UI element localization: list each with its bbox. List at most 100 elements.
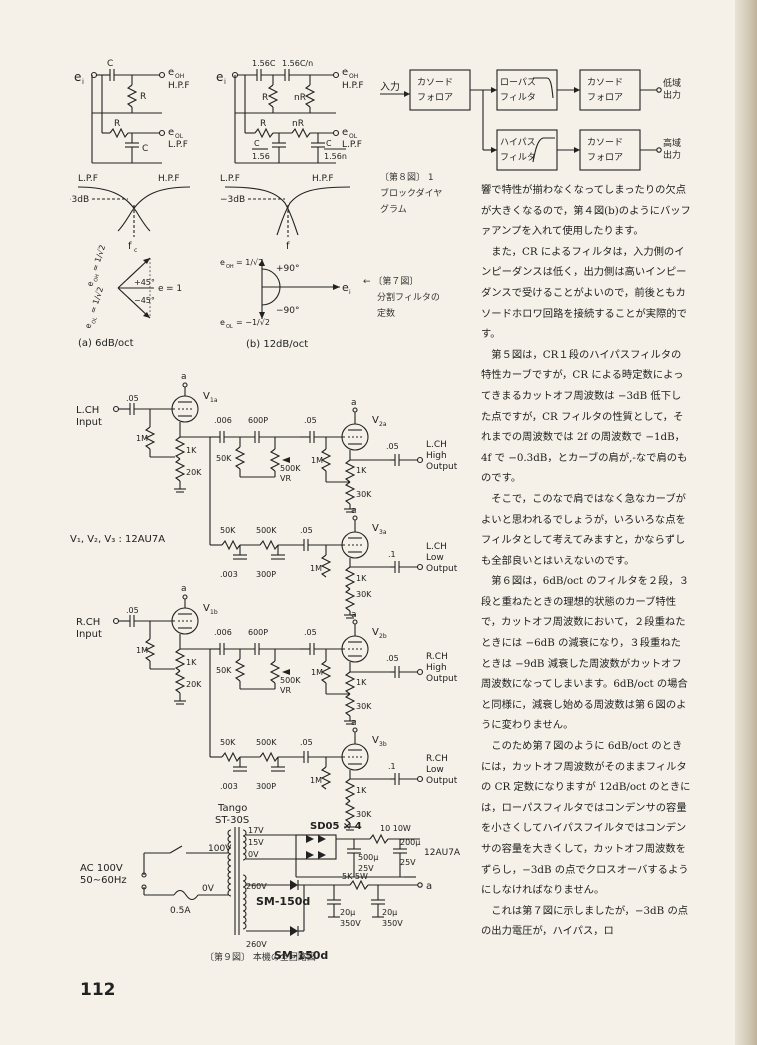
body-text-column: 響で特性が揃わなくなってしまったりの欠点が大きくなるので，第４図(b)のようにバ… xyxy=(481,180,691,942)
fig9-rch-c1o: .1 xyxy=(388,762,396,771)
fig7a-eoh-label: e xyxy=(168,67,174,78)
fig9-power-ac-line2: 50∼60Hz xyxy=(80,875,127,886)
fig7b-c2-label: 1.56C/n xyxy=(282,59,313,68)
fig9-lch-rk1: 1K xyxy=(186,446,197,455)
figure-8-block-diagram: 入力 カソード フォロア ローパス フィルタ ハイパス フィルタ カソード フォ… xyxy=(380,69,681,171)
fig8-lowpass-filter xyxy=(496,69,558,111)
paragraph-6: このため第７図のように 6dB/oct のときには，カットオフ周波数がそのままフ… xyxy=(481,740,691,897)
fig9-power-c20b-val: 20μ xyxy=(382,908,397,917)
paragraph-7: これは第７図に示しましたが，−3dB の点の出力電圧が，ハイパス，ロ xyxy=(481,904,689,938)
fig7a-c-label: C xyxy=(107,59,113,69)
fig9-lch-c05c: .05 xyxy=(300,526,313,535)
fig9-lch-c300: 300P xyxy=(256,570,276,579)
fig7b-r2-label: nR xyxy=(294,93,306,103)
fig9-lch-v1-sub: 1a xyxy=(210,397,218,404)
fig9-rch-c600: 600P xyxy=(248,628,268,637)
fig9-lch-input-line1: L.CH xyxy=(76,405,99,416)
fig7b-eoh-label: e xyxy=(342,67,348,78)
fig8-out-high-line1: 高域 xyxy=(663,137,681,149)
fig7a-plus45: +45° xyxy=(134,278,155,287)
fig9-power-260v-a: 260V xyxy=(246,882,267,891)
fig9-power-c500-volt: 25V xyxy=(358,864,374,873)
fig8-cathode-follower-high xyxy=(579,129,641,171)
fig9-rch-outhigh-1: R.CH xyxy=(426,652,448,662)
fig9-rch-r1k-c: 1K xyxy=(356,786,367,795)
paragraph-2: また，CR によるフィルタは，入力側のインピーダンスは低く，出力側は高いインピー… xyxy=(481,245,687,341)
fig9-lch-c003: .003 xyxy=(220,570,238,579)
fig7b-vector-eol-val: = −1/√2 xyxy=(236,318,270,327)
fig7b-curve-hpf: H.P.F xyxy=(312,174,334,184)
fig9-power-c20a-val: 20μ xyxy=(340,908,355,917)
fig9-rch-v2: V xyxy=(372,627,379,638)
fig7b-vector-ei: e xyxy=(342,281,349,294)
fig7a-eoh-sub: OH xyxy=(175,73,184,80)
fig8-cf-high-line2: フォロア xyxy=(587,153,623,163)
fig7a-vector-eoh-sub: OH xyxy=(93,273,101,282)
fig9-lch-rgrid: 1M xyxy=(136,434,148,443)
fig7-caption-line1: 〔第７図〕 xyxy=(373,277,419,287)
fig7a-vector-diagram: +45° −45° e = 1 e OH = 1/√2 e OL = 1/√2 … xyxy=(78,244,182,349)
fig9-rch-c300: 300P xyxy=(256,782,276,791)
fig9-rch-r50k2: 50K xyxy=(220,738,236,747)
fig9-power-c200-volt: 25V xyxy=(400,858,416,867)
fig7b-minus90: −90° xyxy=(276,306,300,316)
fig9-lch-v3-plate: a xyxy=(351,506,357,516)
fig9-lch-vr-label: VR xyxy=(280,474,291,483)
fig8-hpf-line1: ハイパス xyxy=(500,137,536,148)
fig9-power-c20b-volt: 350V xyxy=(382,919,403,928)
fig9-rch-c05c: .05 xyxy=(300,738,313,747)
fig9-lch-outlow-2: Low xyxy=(426,553,444,563)
fig9-lch-outlow-3: Output xyxy=(426,564,458,574)
fig7a-vector-ei: e xyxy=(158,284,164,294)
fig7b-eol-label: e xyxy=(342,127,348,138)
fig9-rch-outhigh-3: Output xyxy=(426,674,458,684)
fig7b-vector-eol: e xyxy=(220,318,225,327)
fig7b-vector-eoh: e xyxy=(220,258,225,267)
fig9-lch-r30k-c: 30K xyxy=(356,590,372,599)
fig9-rch-outlow-1: R.CH xyxy=(426,754,448,764)
fig9-lch-r1k-b: 1K xyxy=(356,466,367,475)
fig9-rch-v1: V xyxy=(203,603,210,614)
fig7a-lpf-label: L.P.F xyxy=(168,140,188,150)
fig8-caption-line3: グラム xyxy=(380,205,407,215)
fig9-power-r10: 10 10W xyxy=(380,824,411,833)
fig9-rch-r500k2: 500K xyxy=(256,738,277,747)
fig8-caption-line2: ブロックダイヤ xyxy=(380,189,443,199)
fig7b-vector-diagram: +90° −90° e i e OH = 1/√2 e OL = −1/√2 (… xyxy=(220,258,351,350)
paragraph-3: 第５図は，CR１段のハイパスフィルタの特性カーブですが，CR による時定数によっ… xyxy=(481,348,688,485)
fig7b-schematic: e i 1.56C 1.56C/n e OH H.P.F R nR R nR e… xyxy=(216,59,364,164)
fig9-power-sm150d-a: SM-150d xyxy=(256,895,310,908)
figure-9-full-schematic: V₁, V₂, V₃ : 12AU7A L.CH Input .05 1M V … xyxy=(70,372,461,962)
fig9-lch-outlow-1: L.CH xyxy=(426,542,447,552)
fig9-rch-input-line2: Input xyxy=(76,629,102,640)
fig9-lch-c05b: .05 xyxy=(304,416,317,425)
fig8-cf1-line2: フォロア xyxy=(417,93,453,103)
fig8-cf1-line1: カソード xyxy=(417,77,453,88)
fig7b-hpf-label: H.P.F xyxy=(342,81,364,91)
fig7-caption: ← 〔第７図〕 分割フィルタの 定数 xyxy=(363,274,440,322)
fig9-power-b-plus: a xyxy=(426,881,432,892)
paragraph-1: 響で特性が揃わなくなってしまったりの欠点が大きくなるので，第４図(b)のようにバ… xyxy=(481,184,691,238)
fig9-lch-c006: .006 xyxy=(214,416,232,425)
fig8-lpf-line1: ローパス xyxy=(500,77,536,88)
fig9-lch-v1: V xyxy=(203,391,210,402)
fig9-power-c200-val: 200μ xyxy=(400,838,420,847)
fig9-power-sm150d-b: SM-150d xyxy=(274,949,328,962)
fig7b-curve-lpf: L.P.F xyxy=(220,174,240,184)
fig9-lch-v2-sub: 2a xyxy=(379,421,387,428)
fig9-rch-r30k-c: 30K xyxy=(356,810,372,819)
fig7a-curve-lpf: L.P.F xyxy=(78,174,98,184)
fig8-out-high-line2: 出力 xyxy=(663,149,681,161)
fig7a-minus45: −45° xyxy=(134,296,155,305)
fig9-lch-v2: V xyxy=(372,415,379,426)
fig9-power-100v: 100V xyxy=(208,844,232,854)
fig7b-curve-db: −3dB xyxy=(220,195,245,205)
fig7-caption-line2: 分割フィルタの xyxy=(377,293,440,303)
fig9-lch-outhigh-1: L.CH xyxy=(426,440,447,450)
fig7b-lpf-label: L.P.F xyxy=(342,140,362,150)
fig7b-ei-sub: i xyxy=(224,78,226,86)
fig7a-vector-eol-val: = 1/√2 xyxy=(88,286,105,315)
fig8-hpf-line2: フィルタ xyxy=(500,152,536,163)
fig7b-r3-label: R xyxy=(260,119,266,129)
fig9-lch-plate-a: a xyxy=(181,372,187,382)
